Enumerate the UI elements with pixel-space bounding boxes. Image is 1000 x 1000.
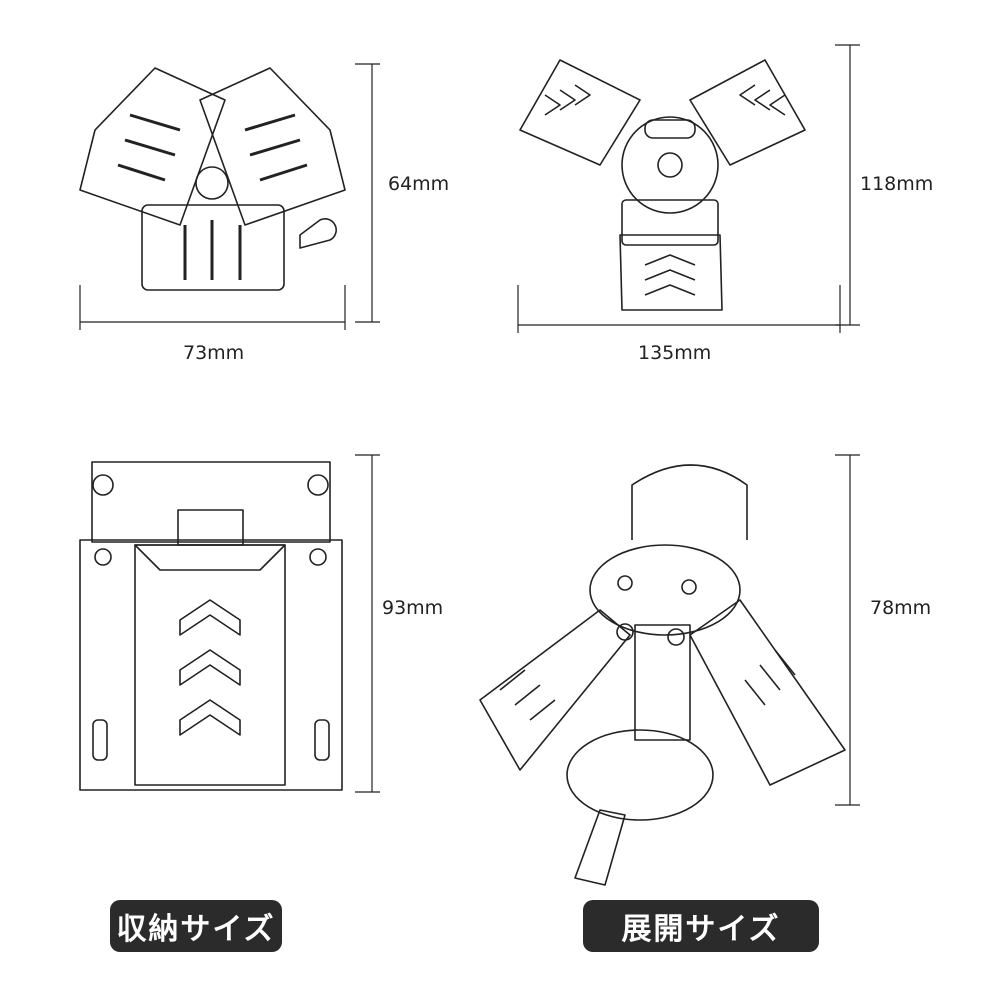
- dimension-lines: [79, 44, 860, 806]
- stored-side-height-label: 93mm: [382, 597, 444, 619]
- deployed-height-label: 118mm: [860, 173, 934, 195]
- deployed-size-text: 展開サイズ: [621, 912, 781, 947]
- stove-deployed-side-view: [479, 464, 846, 886]
- stored-size-text: 収納サイズ: [116, 912, 276, 947]
- stored-height-label: 64mm: [388, 173, 450, 195]
- stove-deployed-top-view: [519, 59, 806, 311]
- stove-stored-side-view: [79, 461, 343, 791]
- deployed-width-label: 135mm: [638, 342, 712, 364]
- stored-width-label: 73mm: [183, 342, 245, 364]
- deployed-size-badge: 展開サイズ: [583, 900, 819, 952]
- deployed-side-height-label: 78mm: [870, 597, 932, 619]
- stove-stored-top-view: [79, 67, 346, 291]
- stored-size-badge: 収納サイズ: [110, 900, 282, 952]
